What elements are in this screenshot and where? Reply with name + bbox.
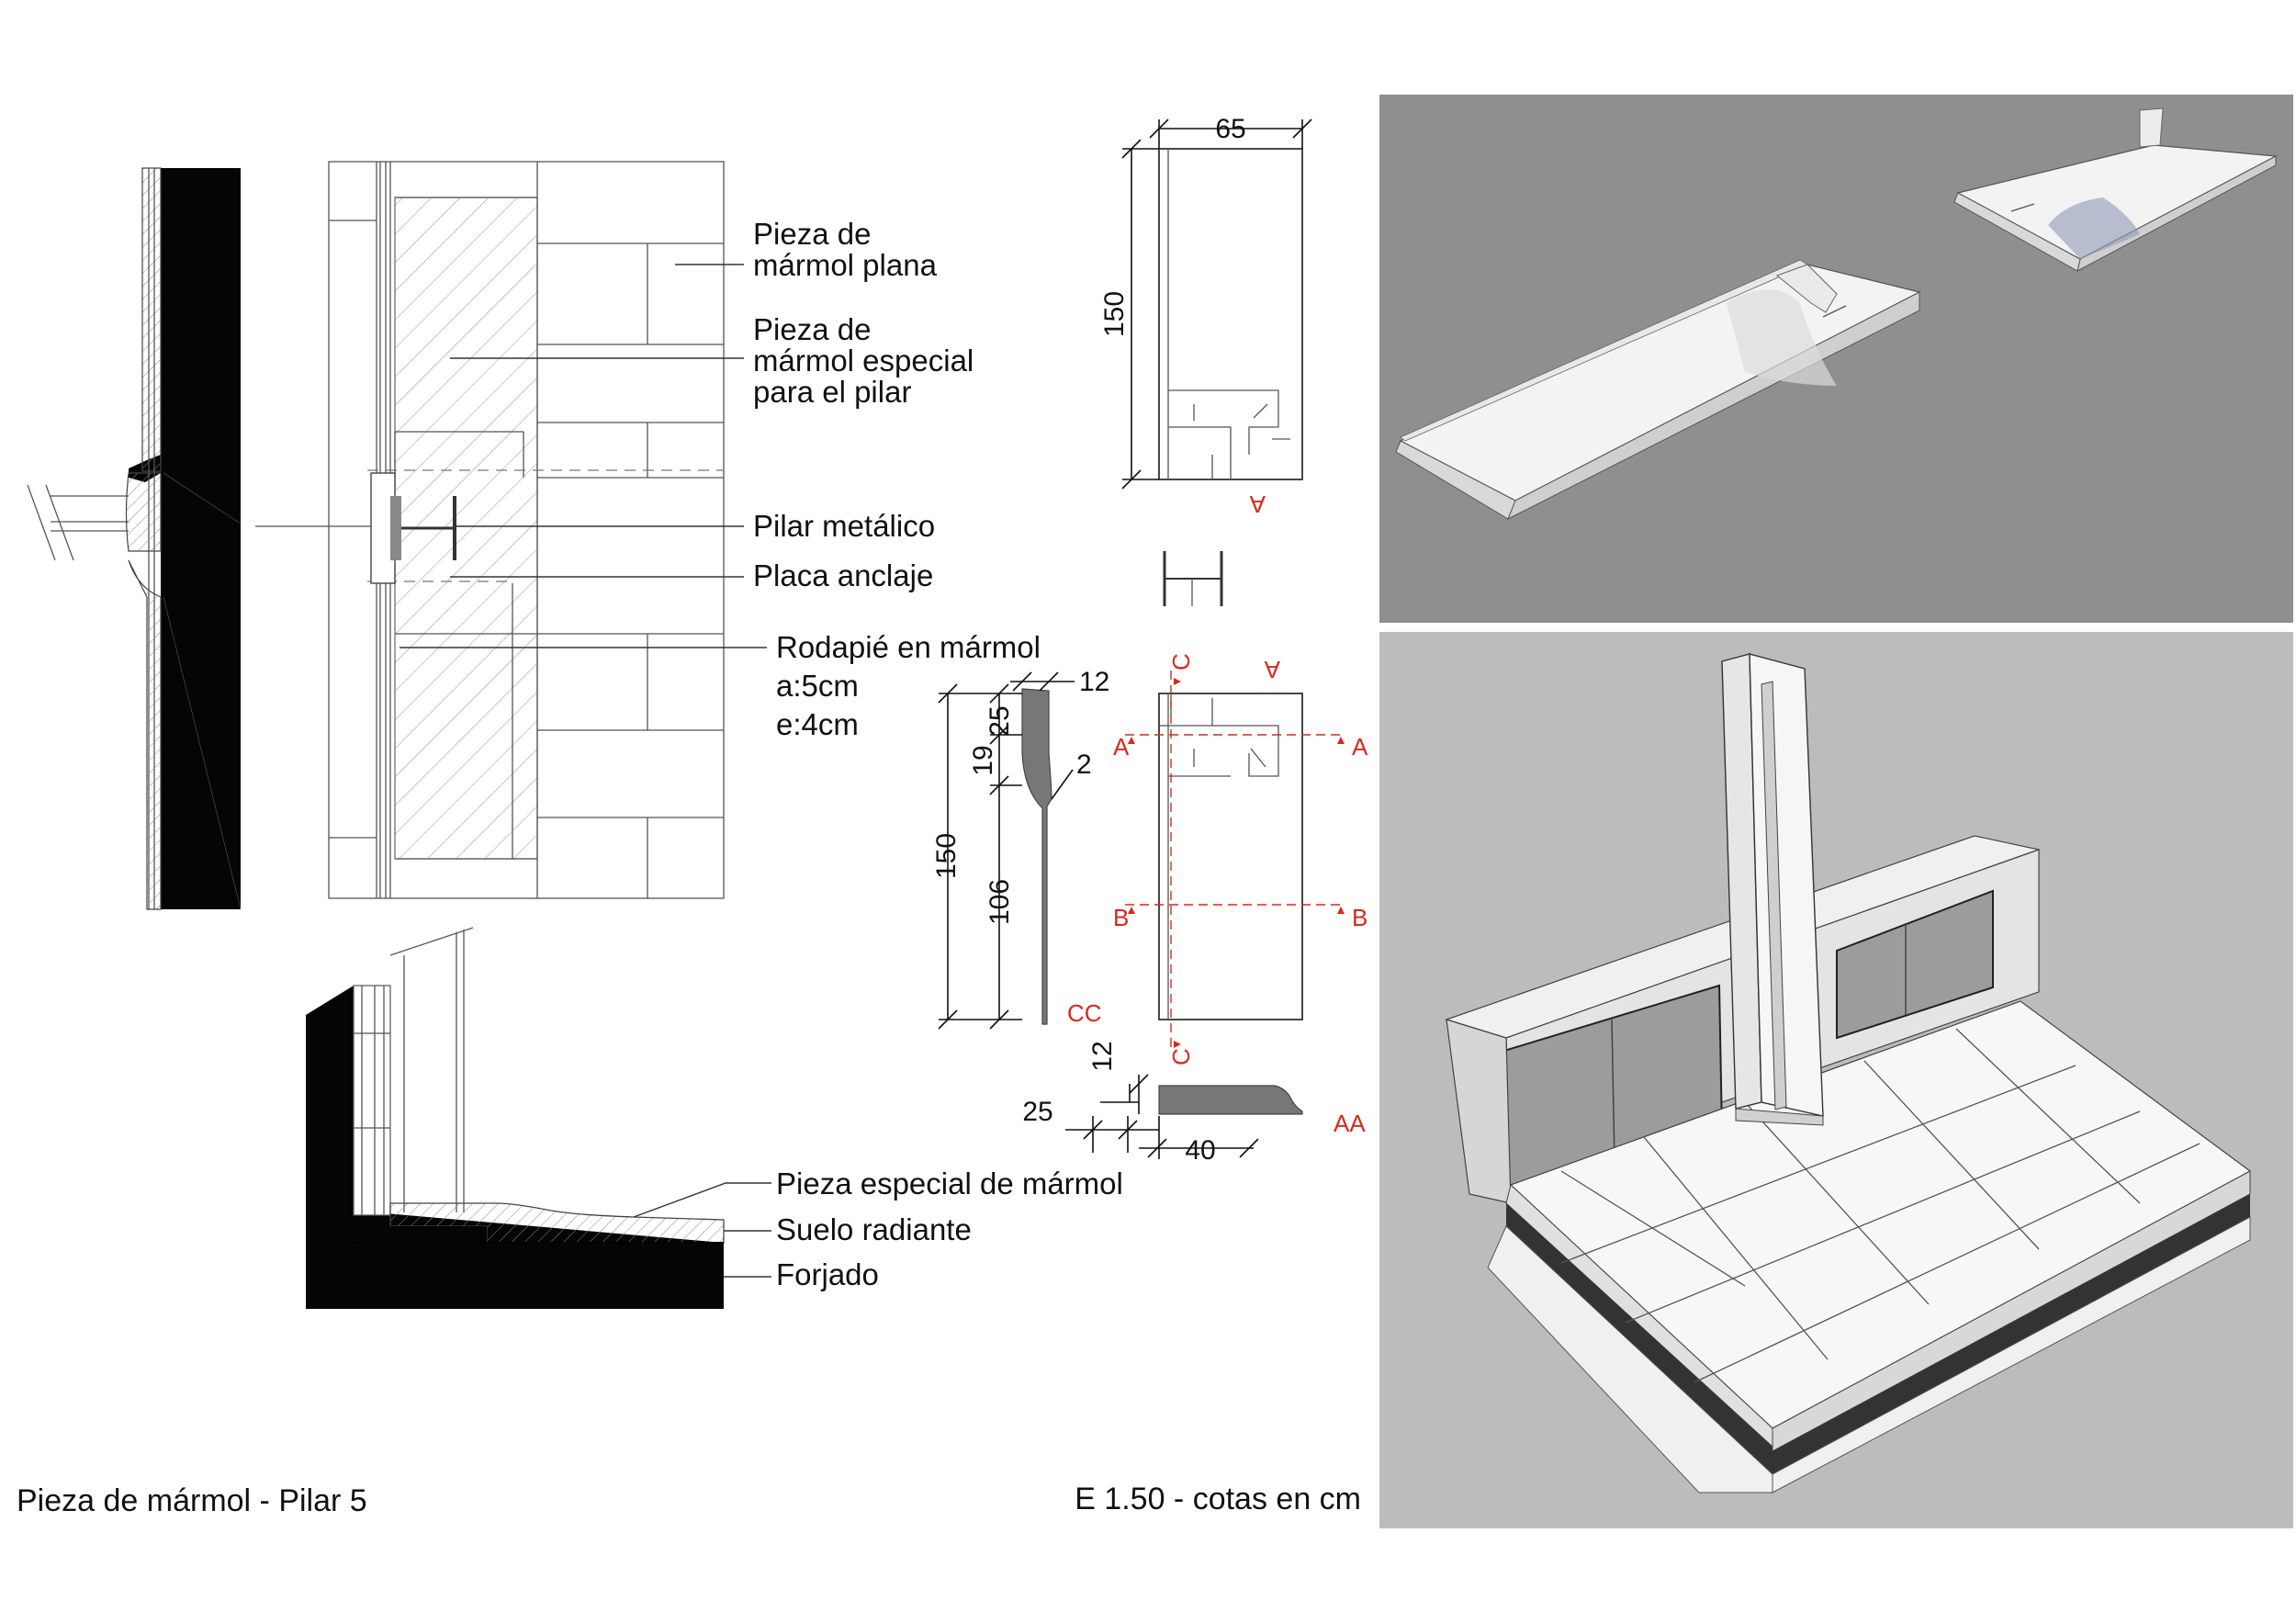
marker-c-top: C (1167, 653, 1195, 671)
scale-note: E 1.50 - cotas en cm (1075, 1482, 1361, 1516)
marker-a-rotated: A (1249, 490, 1266, 518)
wall-elevation (255, 161, 725, 899)
dim-lower-part: 106 (985, 879, 1015, 925)
render-marble-pieces (1379, 95, 2293, 623)
floor-section-leaders (633, 1182, 771, 1278)
dim-aa-height: 12 (1087, 1041, 1118, 1071)
dim-offset: 2 (1076, 750, 1092, 780)
marker-a-top: A (1264, 656, 1280, 683)
dim-top-part: 25 (985, 705, 1015, 736)
dim-aa-width: 40 (1185, 1135, 1215, 1166)
render-room (1379, 632, 2293, 1528)
label-flat-piece: Pieza de mármol plana (753, 217, 938, 282)
label-baseboard: Rodapié en mármol a:5cm e:4cm (776, 630, 1049, 741)
elevation-leaders (400, 264, 767, 648)
wall-vertical-section (27, 167, 242, 910)
label-section-aa: AA (1334, 1110, 1366, 1137)
label-radiant-floor: Suelo radiante (776, 1212, 972, 1246)
dim-aa-left: 25 (1022, 1097, 1052, 1127)
label-special-piece: Pieza de mármol especial para el pilar (753, 312, 982, 409)
dim-width: 65 (1215, 114, 1245, 144)
section-cc (938, 671, 1075, 1030)
marker-a-left: A (1113, 733, 1130, 761)
marker-b-left: B (1113, 904, 1129, 931)
piece-elevation (1125, 671, 1345, 1048)
label-metal-column: Pilar metálico (753, 509, 935, 543)
dim-total-height: 150 (931, 833, 962, 879)
label-section-cc: CC (1067, 999, 1102, 1027)
dim-top-thickness: 12 (1079, 667, 1109, 697)
label-anchor-plate: Placa anclaje (753, 558, 933, 592)
section-aa (1065, 1074, 1303, 1159)
label-special-marble-piece: Pieza especial de mármol (776, 1167, 1123, 1200)
dim-transition: 19 (968, 745, 998, 775)
marker-a-right: A (1352, 733, 1368, 761)
dim-height: 150 (1099, 291, 1130, 337)
floor-section (306, 927, 725, 1309)
marker-b-right: B (1352, 904, 1367, 931)
piece-plan-top (1121, 118, 1312, 606)
label-slab: Forjado (776, 1257, 879, 1291)
sheet-title: Pieza de mármol - Pilar 5 (17, 1483, 367, 1518)
marker-c-bottom: C (1167, 1048, 1195, 1065)
